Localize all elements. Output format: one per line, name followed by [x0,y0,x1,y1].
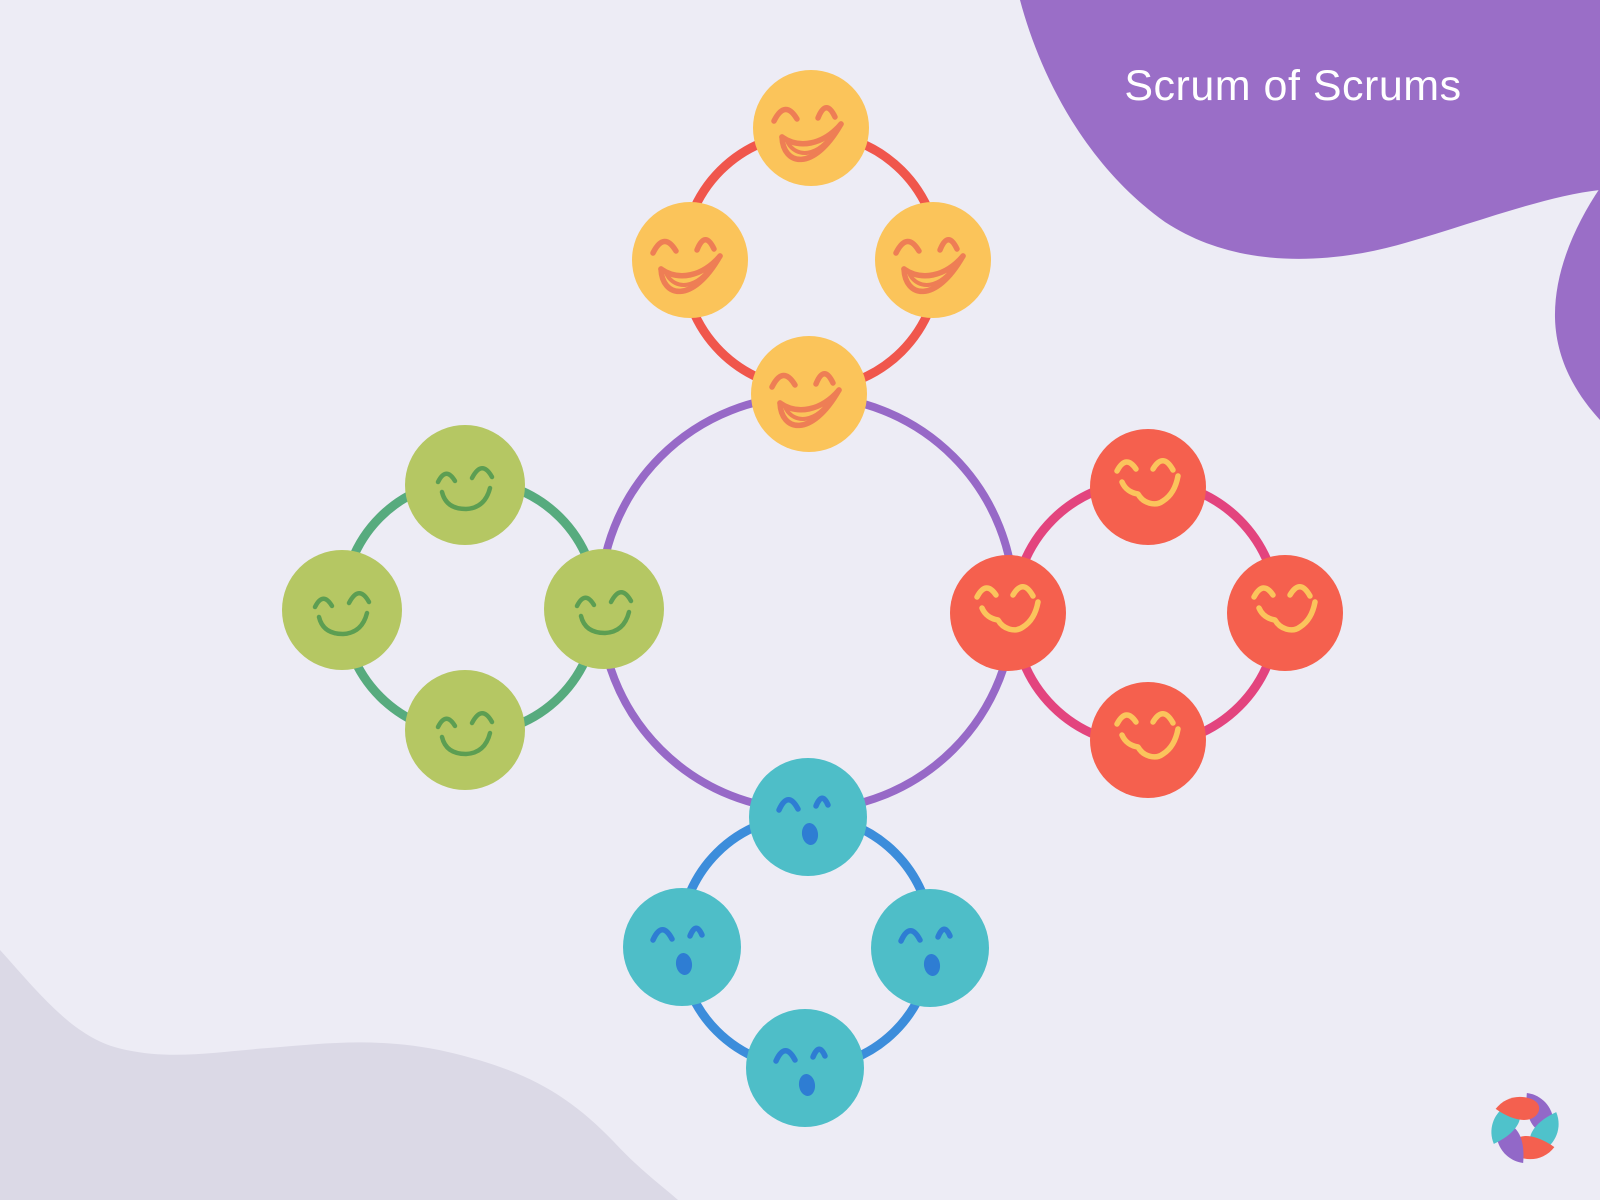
team-left-member-south [405,670,525,790]
team-left-member-north [405,425,525,545]
team-top-member-east [875,202,991,318]
team-top-member-west [632,202,748,318]
team-bottom-member-north [749,758,867,876]
team-top-member-south [751,336,867,452]
bottom-left-blob [0,950,678,1200]
team-bottom-member-west [623,888,741,1006]
top-right-blob [1020,0,1600,259]
page-title: Scrum of Scrums [1124,62,1461,110]
team-left-member-east [544,549,664,669]
right-edge-blob [1554,188,1600,420]
team-top-member-north [753,70,869,186]
team-right-member-east [1227,555,1343,671]
team-right-member-south [1090,682,1206,798]
team-right-member-north [1090,429,1206,545]
team-bottom-member-east [871,889,989,1007]
team-left-member-west [282,550,402,670]
team-right-member-west [950,555,1066,671]
team-bottom-member-south [746,1009,864,1127]
